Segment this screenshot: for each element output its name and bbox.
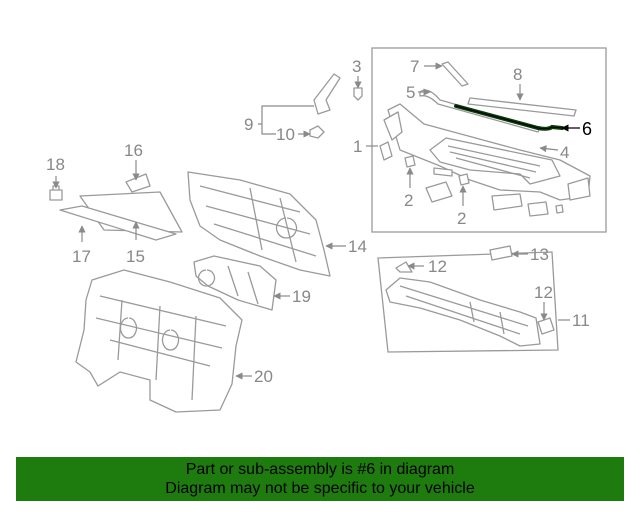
callout-6: 6 [582, 119, 592, 139]
duct-piece [425, 181, 453, 203]
cowl-top-louvers [447, 145, 541, 179]
part-12-clip-b [537, 317, 555, 335]
parts-diagram: 7 8 5 6 4 1 2 2 3 9 10 18 16 17 15 14 13… [46, 47, 607, 413]
part-14-details [199, 185, 317, 263]
part-18-bolt [49, 185, 63, 201]
info-banner: Part or sub-assembly is #6 in diagram Di… [16, 457, 624, 501]
cowl-top-panel [429, 137, 561, 185]
clip-2a [404, 155, 416, 168]
callout-4: 4 [560, 143, 569, 162]
cowl-left-clip [379, 141, 393, 161]
leader-lines [52, 62, 580, 380]
callout-12a: 12 [428, 257, 447, 276]
callout-5: 5 [406, 83, 415, 102]
part-19-details [197, 265, 259, 305]
banner-line-2: Diagram may not be specific to your vehi… [165, 480, 475, 497]
callout-11: 11 [572, 311, 590, 330]
part-17-insulator [59, 205, 177, 241]
callout-2a: 2 [404, 191, 413, 210]
clip-2b [458, 173, 470, 186]
callout-3: 3 [352, 57, 361, 76]
part-12-clip-a [395, 261, 413, 273]
callout-2b: 2 [457, 209, 466, 228]
part-6-weatherstrip-edge [455, 105, 563, 130]
cowl-end-cap [567, 177, 591, 201]
part-14-dash-panel [187, 171, 331, 277]
callout-1: 1 [353, 137, 362, 156]
cowl-right-clip [527, 201, 549, 217]
callout-19: 19 [292, 287, 311, 306]
callout-15: 15 [126, 247, 145, 266]
part-8-strip [467, 97, 577, 117]
part-6-weatherstrip [454, 104, 564, 131]
assembly-box-1 [371, 47, 607, 233]
part-20-insulator [75, 269, 243, 413]
cowl-right-bracket [491, 193, 523, 211]
duct-piece-2 [433, 167, 453, 177]
callout-20: 20 [254, 367, 273, 386]
part-10-clip [309, 125, 325, 139]
part-11-cowl-lower [385, 277, 541, 347]
part-7-strip [441, 61, 469, 87]
callout-18: 18 [46, 155, 65, 174]
callout-13: 13 [530, 245, 549, 264]
callout-16: 16 [124, 141, 143, 160]
callout-7: 7 [410, 57, 419, 76]
part-16-clip [125, 173, 151, 193]
banner-line-1: Part or sub-assembly is #6 in diagram [185, 461, 455, 478]
callout-12b: 12 [534, 283, 553, 302]
cowl-left-bracket [383, 111, 403, 141]
callout-9: 9 [244, 115, 253, 134]
part-9-bracket [313, 73, 341, 115]
part-3-clip [353, 87, 363, 101]
part-20-details [95, 295, 227, 401]
cowl-small-bolt [555, 204, 564, 214]
callout-14: 14 [348, 237, 367, 256]
part-13-plug [489, 245, 513, 261]
callout-17: 17 [72, 247, 91, 266]
callout-8: 8 [513, 65, 522, 84]
part-11-details [399, 285, 529, 335]
callout-10: 10 [276, 125, 295, 144]
